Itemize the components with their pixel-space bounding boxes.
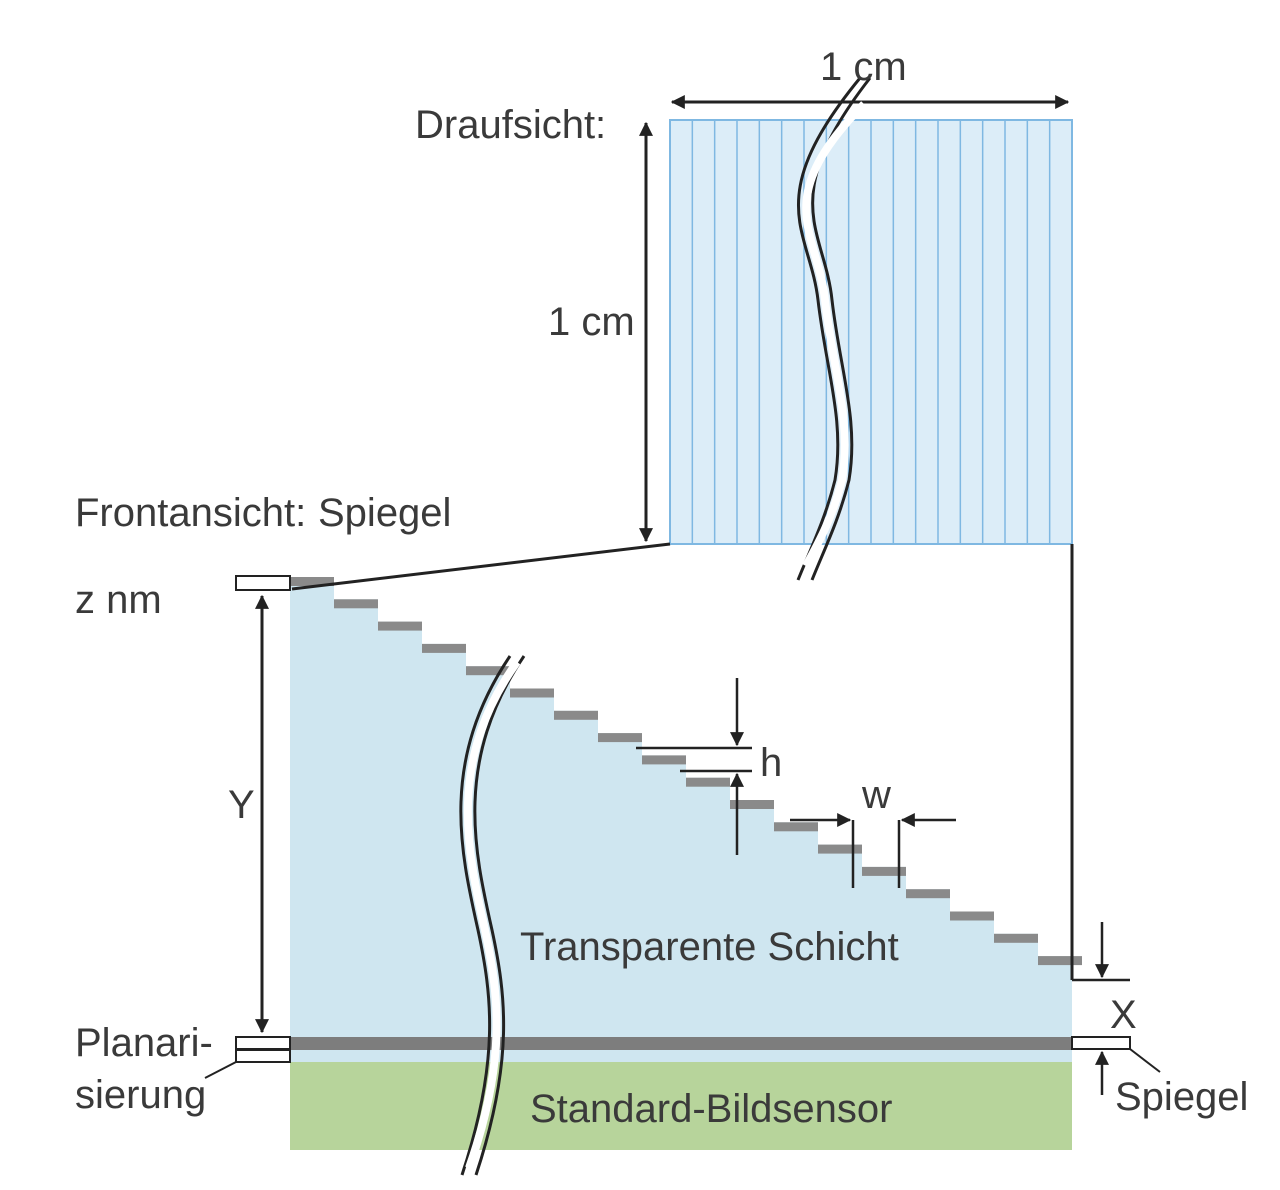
label-x: X — [1110, 993, 1137, 1037]
x-dimension — [1072, 922, 1130, 1095]
mirror-step — [422, 643, 466, 653]
label-sensor: Standard-Bildsensor — [530, 1087, 892, 1131]
label-w: w — [861, 773, 891, 817]
mirror-step — [862, 866, 906, 876]
front-break-mark — [459, 655, 526, 1176]
mirror-step — [642, 755, 686, 765]
top-view — [639, 77, 1073, 581]
mirror-steps — [290, 577, 1082, 966]
labels: Draufsicht: 1 cm 1 cm Frontansicht: Spie… — [75, 45, 1248, 1131]
z-ticks — [235, 575, 291, 591]
h-dimension — [636, 678, 752, 855]
label-y: Y — [228, 783, 255, 827]
label-front-view: Frontansicht: — [75, 491, 306, 535]
label-mirror-top: Spiegel — [318, 491, 451, 535]
w-dimension — [790, 813, 956, 888]
mirror-step — [598, 733, 642, 743]
top-break-gap — [802, 101, 867, 568]
mirror-step — [334, 599, 378, 609]
bottom-mirror — [290, 1037, 1072, 1050]
mirror-step — [906, 889, 950, 899]
label-planar-2: sierung — [75, 1073, 206, 1117]
label-mirror-bottom: Spiegel — [1115, 1075, 1248, 1119]
label-height: 1 cm — [548, 300, 635, 344]
mirror-step — [290, 577, 334, 586]
mirror-step — [950, 911, 994, 921]
right-mirror-tick — [1071, 1036, 1161, 1073]
mirror-step — [730, 800, 774, 809]
front-view — [204, 542, 1161, 1176]
mirror-step — [1038, 956, 1082, 966]
mirror-step — [510, 688, 554, 698]
top-view-stripes — [691, 120, 1051, 544]
mirror-step — [686, 777, 730, 787]
image-sensor — [290, 1062, 1072, 1150]
label-z: z nm — [75, 578, 162, 622]
mirror-step — [774, 822, 818, 832]
label-width: 1 cm — [820, 45, 907, 89]
mirror-step — [994, 933, 1038, 943]
mirror-step — [818, 844, 862, 854]
label-top-view: Draufsicht: — [415, 103, 606, 147]
top-break-mark — [796, 77, 872, 581]
label-h: h — [760, 741, 782, 785]
connector-left — [291, 542, 671, 591]
label-planar-1: Planari- — [75, 1021, 213, 1065]
mirror-step — [554, 710, 598, 720]
label-layer: Transparente Schicht — [520, 925, 899, 969]
mirror-step — [378, 621, 422, 631]
planar-ticks — [204, 1036, 291, 1079]
mirror-step — [466, 666, 510, 676]
planarization-strip — [290, 1050, 1072, 1062]
